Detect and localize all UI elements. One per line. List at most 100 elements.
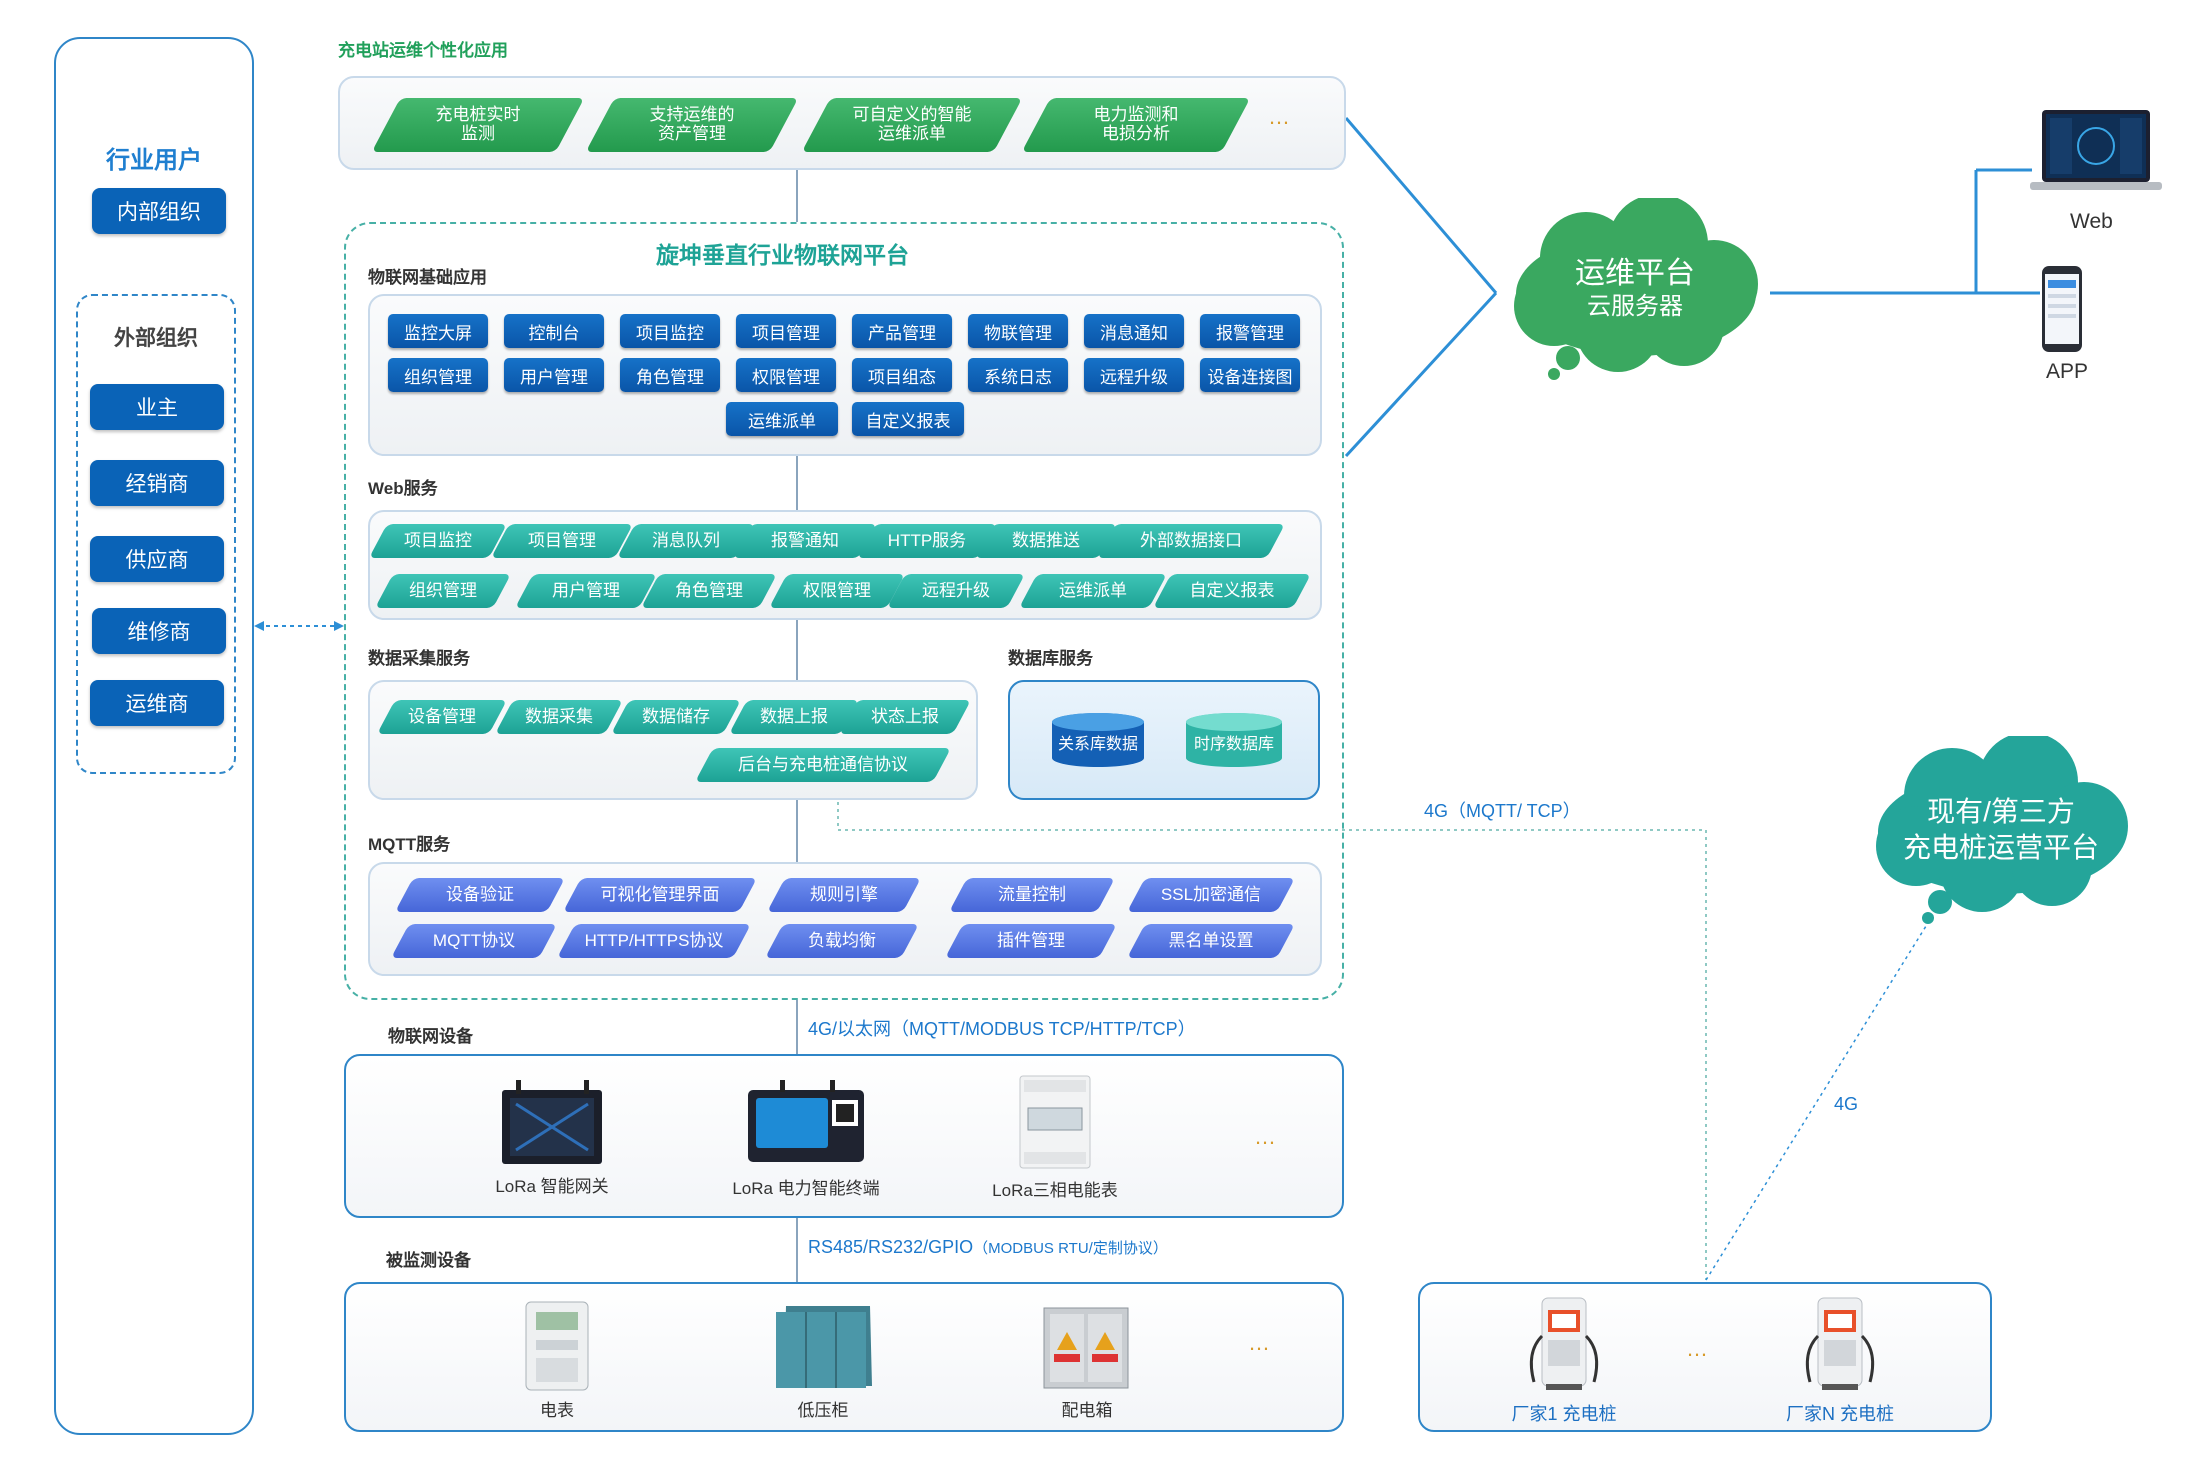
mqtt-service-item[interactable]: 流量控制 [948, 878, 1116, 912]
iot-basic-item[interactable]: 用户管理 [504, 358, 604, 392]
web-service-item[interactable]: HTTP服务 [856, 524, 998, 558]
app-item-label: 可自定义的智能 运维派单 [852, 105, 972, 143]
mqtt-service-item[interactable]: 插件管理 [944, 924, 1118, 958]
third-party-cloud-icon [1876, 736, 2128, 924]
mqtt-service-item-label: SSL加密通信 [1160, 884, 1262, 904]
mqtt-service-item[interactable]: MQTT协议 [390, 924, 558, 958]
low-voltage-cabinet-label: 低压柜 [797, 1401, 849, 1420]
iot-basic-item[interactable]: 消息通知 [1084, 314, 1184, 348]
external-item-supplier[interactable]: 供应商 [90, 536, 224, 582]
internal-org-button[interactable]: 内部组织 [92, 188, 226, 234]
iot-basic-item[interactable]: 角色管理 [620, 358, 720, 392]
app-item-label: 电力监测和 电损分析 [1093, 105, 1179, 143]
iot-basic-item[interactable]: 组织管理 [388, 358, 488, 392]
iot-basic-item[interactable]: 系统日志 [968, 358, 1068, 392]
iot-basic-item[interactable]: 物联管理 [968, 314, 1068, 348]
web-service-item[interactable]: 组织管理 [374, 574, 512, 608]
web-service-item[interactable]: 消息队列 [616, 524, 756, 558]
app-item-1[interactable]: 充电桩实时 监测 [371, 98, 585, 152]
iot-basic-item[interactable]: 监控大屏 [388, 314, 488, 348]
iot-basic-item[interactable]: 控制台 [504, 314, 604, 348]
app-item-label: 充电桩实时 监测 [435, 105, 521, 143]
external-item-repairer[interactable]: 维修商 [92, 608, 226, 654]
iot-devices-more: … [1254, 1124, 1279, 1149]
iot-basic-item[interactable]: 产品管理 [852, 314, 952, 348]
web-service-item-label: 远程升级 [922, 580, 990, 600]
collect-service-item[interactable]: 数据采集 [494, 700, 624, 734]
monitored-more: … [1248, 1330, 1273, 1355]
external-org-title: 外部组织 [114, 327, 198, 350]
web-service-item[interactable]: 运维派单 [1018, 574, 1168, 608]
distribution-box-label: 配电箱 [1061, 1401, 1113, 1420]
mqtt-service-item[interactable]: 设备验证 [394, 878, 566, 912]
iot-basic-item[interactable]: 运维派单 [726, 402, 838, 436]
app-item-4[interactable]: 电力监测和 电损分析 [1021, 98, 1251, 152]
app-item-2[interactable]: 支持运维的 资产管理 [585, 98, 799, 152]
iot-basic-item[interactable]: 报警管理 [1200, 314, 1300, 348]
ops-cloud-line2: 云服务器 [1587, 293, 1683, 320]
low-voltage-cabinet-icon [776, 1306, 872, 1388]
web-service-item[interactable]: 自定义报表 [1152, 574, 1312, 608]
collect-service-item-label: 状态上报 [871, 706, 939, 726]
mqtt-service-item[interactable]: 可视化管理界面 [562, 878, 758, 912]
web-service-item[interactable]: 远程升级 [886, 574, 1026, 608]
mqtt-service-item[interactable]: HTTP/HTTPS协议 [556, 924, 752, 958]
mqtt-service-item[interactable]: 规则引擎 [766, 878, 922, 912]
web-service-item[interactable]: 外部数据接口 [1096, 524, 1286, 558]
mqtt-service-item-label: 可视化管理界面 [600, 884, 720, 904]
collect-service-item[interactable]: 数据上报 [728, 700, 860, 734]
web-service-item-label: 运维派单 [1059, 580, 1127, 600]
iot-basic-item[interactable]: 项目组态 [852, 358, 952, 392]
web-service-item[interactable]: 角色管理 [640, 574, 778, 608]
iot-link-label: 4G/以太网（MQTT/MODBUS TCP/HTTP/TCP） [808, 1019, 1196, 1039]
web-service-item[interactable]: 项目监控 [368, 524, 508, 558]
mqtt-service-item[interactable]: 负载均衡 [764, 924, 920, 958]
web-service-item-label: 用户管理 [552, 580, 620, 600]
app-item-3[interactable]: 可自定义的智能 运维派单 [801, 98, 1023, 152]
protocol-item[interactable]: 后台与充电桩通信协议 [694, 748, 952, 782]
mqtt-service-item-label: 设备验证 [446, 884, 514, 904]
mqtt-tcp-link-label: 4G（MQTT/ TCP） [1424, 801, 1581, 821]
collect-service-item[interactable]: 状态上报 [838, 700, 972, 734]
external-item-dealer[interactable]: 经销商 [90, 460, 224, 506]
collect-service-item-label: 数据储存 [642, 706, 710, 726]
mqtt-service-item[interactable]: 黑名单设置 [1126, 924, 1296, 958]
external-org-box [76, 294, 236, 774]
timeseries-db-label: 时序数据库 [1193, 736, 1274, 753]
mqtt-service-item-label: HTTP/HTTPS协议 [584, 930, 724, 950]
web-service-item[interactable]: 报警通知 [732, 524, 878, 558]
web-service-item[interactable]: 用户管理 [514, 574, 658, 608]
iot-basic-item[interactable]: 权限管理 [736, 358, 836, 392]
iot-basic-item[interactable]: 自定义报表 [852, 402, 964, 436]
web-service-item-label: 角色管理 [675, 580, 743, 600]
relational-db-label: 关系库数据 [1057, 736, 1138, 753]
mqtt-service-item-label: 规则引擎 [810, 884, 878, 904]
web-service-item[interactable]: 项目管理 [490, 524, 634, 558]
collect-service-item-label: 数据上报 [760, 706, 828, 726]
collect-service-item[interactable]: 设备管理 [376, 700, 508, 734]
iot-platform-box [344, 222, 1344, 1000]
iot-basic-item[interactable]: 项目管理 [736, 314, 836, 348]
external-item-owner[interactable]: 业主 [90, 384, 224, 430]
web-service-item[interactable]: 权限管理 [768, 574, 906, 608]
iot-basic-title: 物联网基础应用 [368, 268, 487, 287]
collect-service-item[interactable]: 数据储存 [610, 700, 742, 734]
web-service-item[interactable]: 数据推送 [974, 524, 1118, 558]
web-service-item-label: HTTP服务 [887, 530, 967, 550]
external-item-operator[interactable]: 运维商 [90, 680, 224, 726]
monitored-link-label: RS485/RS232/GPIO（MODBUS RTU/定制协议） [808, 1237, 1168, 1258]
charger-n-label: 厂家N 充电桩 [1786, 1404, 1894, 1424]
platform-title: 旋坤垂直行业物联网平台 [656, 242, 909, 268]
web-service-item-label: 自定义报表 [1189, 580, 1275, 600]
iot-basic-item[interactable]: 设备连接图 [1200, 358, 1300, 392]
iot-basic-item[interactable]: 远程升级 [1084, 358, 1184, 392]
web-service-item-label: 数据推送 [1012, 530, 1080, 550]
lora-gateway-label: LoRa 智能网关 [495, 1177, 609, 1196]
mqtt-service-item[interactable]: SSL加密通信 [1126, 878, 1296, 912]
iot-basic-item[interactable]: 项目监控 [620, 314, 720, 348]
mqtt-service-item-label: 黑名单设置 [1168, 930, 1254, 950]
industry-users-title: 行业用户 [106, 147, 202, 174]
charger-1-label: 厂家1 充电桩 [1511, 1404, 1617, 1424]
third-party-cloud-line2: 充电桩运营平台 [1902, 832, 2099, 863]
